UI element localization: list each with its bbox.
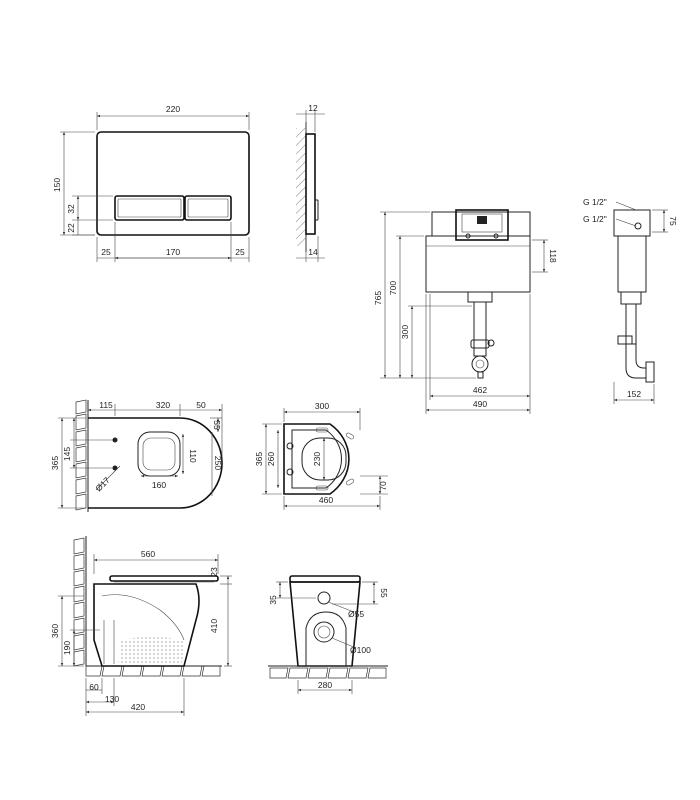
dim-plate-depth: 14 xyxy=(308,247,318,257)
dim-cistern-pipe-height: 300 xyxy=(400,325,410,339)
label-g-half-inch-bottom: G 1/2" xyxy=(583,214,607,224)
flush-plate-side-view: 12 14 xyxy=(296,103,325,262)
dim-seat-height-2: 260 xyxy=(266,452,276,466)
water-inlet-icon xyxy=(634,222,642,230)
dim-side-depth: 152 xyxy=(627,389,641,399)
dim-cistern-height: 700 xyxy=(388,281,398,295)
bowl-side-view: 560 23 410 360 190 60 130 420 xyxy=(50,536,232,716)
dim-seat-height: 365 xyxy=(254,452,264,466)
bowl-inner-top xyxy=(137,431,181,477)
dim-side-bottom-420: 420 xyxy=(131,702,145,712)
dim-rear-35: 35 xyxy=(268,595,278,605)
cistern-side-tank xyxy=(617,235,647,293)
dim-side-height-360: 360 xyxy=(50,624,60,638)
plate-button-left-inner xyxy=(117,198,182,218)
dim-bowl-side-250: 250 xyxy=(213,456,223,470)
dim-plate-left-margin: 25 xyxy=(101,247,111,257)
dim-bowl-side-55: 55 xyxy=(212,420,222,430)
dim-side-top-height: 75 xyxy=(668,216,678,226)
cistern-side-view: G 1/2" G 1/2" 75 152 xyxy=(583,197,678,404)
cistern-front-view: 765 700 300 118 462 490 xyxy=(373,209,558,414)
dim-bowl-mid-width: 320 xyxy=(156,400,170,410)
dim-bowl-top-offset: 115 xyxy=(99,400,113,410)
bowl-side-outline xyxy=(93,583,200,667)
plate-button-left xyxy=(114,195,185,221)
dim-side-bottom-60: 60 xyxy=(89,682,99,692)
dim-cistern-total-height: 765 xyxy=(373,291,383,305)
dim-seat-inner-height: 230 xyxy=(312,452,322,466)
dim-plate-buttons-width: 170 xyxy=(166,247,180,257)
plate-side-profile xyxy=(305,133,316,235)
cistern-panel xyxy=(455,209,509,241)
dim-seat-total-width: 460 xyxy=(319,495,333,505)
dim-rear-diameter-55: Ø55 xyxy=(348,609,364,619)
wall-rock-top xyxy=(75,399,87,511)
dim-plate-width: 220 xyxy=(166,104,180,114)
mount-hole-bottom xyxy=(112,465,118,471)
dim-rear-width: 280 xyxy=(318,680,332,690)
flush-plate-front-view: 220 150 32 22 25 170 25 xyxy=(52,104,250,262)
dim-bowl-hole-height: 145 xyxy=(62,447,72,461)
seat-side-profile xyxy=(109,575,219,582)
bowl-top-view: Ø17 115 320 50 365 145 160 110 55 250 xyxy=(50,399,223,512)
label-g-half-inch-top: G 1/2" xyxy=(583,197,607,207)
rear-seat-profile xyxy=(289,575,361,583)
dim-cistern-outer-width: 490 xyxy=(473,399,487,409)
seat-outline xyxy=(283,423,350,495)
dim-bowl-inner-width: 160 xyxy=(152,480,166,490)
plate-button-right xyxy=(184,195,232,221)
dim-side-height: 410 xyxy=(209,619,219,633)
dim-plate-gap: 22 xyxy=(66,223,76,233)
seat-top-view: 300 365 260 230 70 460 xyxy=(254,401,388,510)
floor-rock-side xyxy=(85,665,221,677)
dim-rear-55: 55 xyxy=(379,588,389,598)
plate-button-right-inner xyxy=(187,198,229,218)
drain-100-icon xyxy=(313,621,335,643)
dim-side-bottom-130: 130 xyxy=(105,694,119,704)
dim-seat-width: 300 xyxy=(315,401,329,411)
dim-cistern-inner-width: 462 xyxy=(473,385,487,395)
dim-bowl-overall-height: 365 xyxy=(50,456,60,470)
dim-plate-button-height: 32 xyxy=(66,204,76,214)
plate-outline xyxy=(96,131,250,236)
bowl-outline-top xyxy=(88,417,223,509)
dim-plate-right-margin: 25 xyxy=(235,247,245,257)
dim-side-length: 560 xyxy=(141,549,155,559)
dim-plate-thickness: 12 xyxy=(308,103,318,113)
dim-seat-depth: 70 xyxy=(378,481,388,491)
mount-hole-top xyxy=(112,437,118,443)
dim-bowl-tip-width: 50 xyxy=(196,400,206,410)
dim-side-height-190: 190 xyxy=(62,641,72,655)
wall-rock-side xyxy=(73,537,85,667)
bowl-rear-view: 35 55 Ø55 Ø100 280 xyxy=(268,575,389,694)
cistern-tank xyxy=(425,235,531,293)
dim-side-top: 23 xyxy=(209,567,219,577)
dim-rear-diameter-100: Ø100 xyxy=(350,645,371,655)
dim-bowl-inner-height: 110 xyxy=(188,449,198,463)
dim-plate-height: 150 xyxy=(52,178,62,192)
dim-cistern-panel-height: 118 xyxy=(548,249,558,263)
water-inlet-55-icon xyxy=(317,591,331,605)
floor-rock-rear xyxy=(269,667,387,679)
dim-bowl-hole-diameter: Ø17 xyxy=(93,475,112,494)
